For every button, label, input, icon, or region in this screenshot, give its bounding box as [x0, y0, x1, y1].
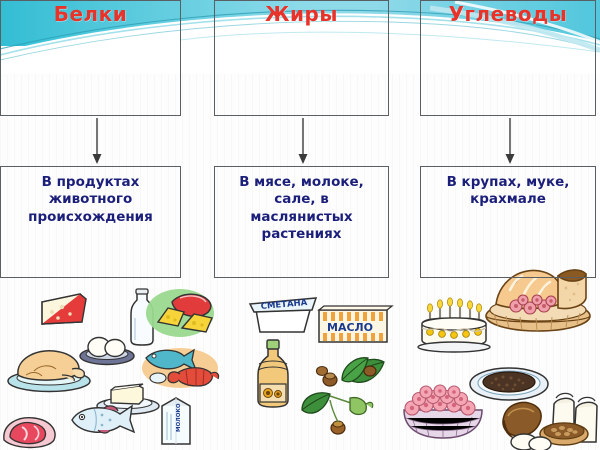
arrow-proteins — [90, 118, 104, 165]
nut-leaf-sprig-icon — [296, 388, 376, 438]
sunflower-oil-bottle-icon — [252, 338, 294, 410]
berry-bowl-icon — [398, 384, 488, 442]
description-box-fats[interactable]: В мясе, молоке, сале, в маслянистых раст… — [214, 166, 389, 278]
birthday-cake-icon — [416, 294, 494, 354]
buckwheat-plate-icon — [468, 360, 550, 402]
roast-chicken-icon — [6, 345, 92, 393]
fish-icon — [64, 400, 142, 438]
arrow-fats — [296, 118, 310, 165]
header-box-carbohydrates[interactable]: Углеводы — [420, 0, 596, 116]
header-label-proteins: Белки — [53, 2, 128, 26]
header-label-fats: Жиры — [265, 2, 338, 26]
milk-bottle-icon — [126, 288, 158, 348]
ham-meat-icon — [0, 410, 66, 450]
hazelnut-branch-icon — [312, 350, 390, 398]
svg-text:СМЕТАНА: СМЕТАНА — [260, 298, 308, 312]
butter-block-icon — [95, 378, 161, 416]
eggs-on-plate-icon — [78, 332, 136, 366]
seafood-lobster-icon — [140, 340, 220, 392]
bread-eggs-flour-icon — [494, 386, 600, 450]
cheese-wedge-icon — [36, 288, 92, 332]
description-text-fats: В мясе, молоке, сале, в маслянистых раст… — [239, 174, 364, 242]
cheese-slices-icon — [144, 286, 216, 340]
milk-carton-icon: МОЛОКО — [156, 392, 198, 448]
description-box-carbohydrates[interactable]: В крупах, муке, крахмале — [420, 166, 596, 278]
sour-cream-tub-icon: СМЕТАНА — [246, 292, 320, 336]
description-box-proteins[interactable]: В продуктах животного происхождения — [0, 166, 181, 278]
description-text-carbohydrates: В крупах, муке, крахмале — [446, 174, 570, 208]
arrow-carbs — [503, 118, 517, 165]
header-box-proteins[interactable]: Белки — [0, 0, 181, 116]
header-label-carbohydrates: Углеводы — [448, 2, 568, 26]
header-box-fats[interactable]: Жиры — [214, 0, 389, 116]
description-text-proteins: В продуктах животного происхождения — [28, 174, 153, 225]
butter-pack-icon: МАСЛО — [314, 304, 394, 348]
svg-text:МОЛОКО: МОЛОКО — [176, 403, 182, 432]
svg-text:МАСЛО: МАСЛО — [327, 321, 373, 334]
